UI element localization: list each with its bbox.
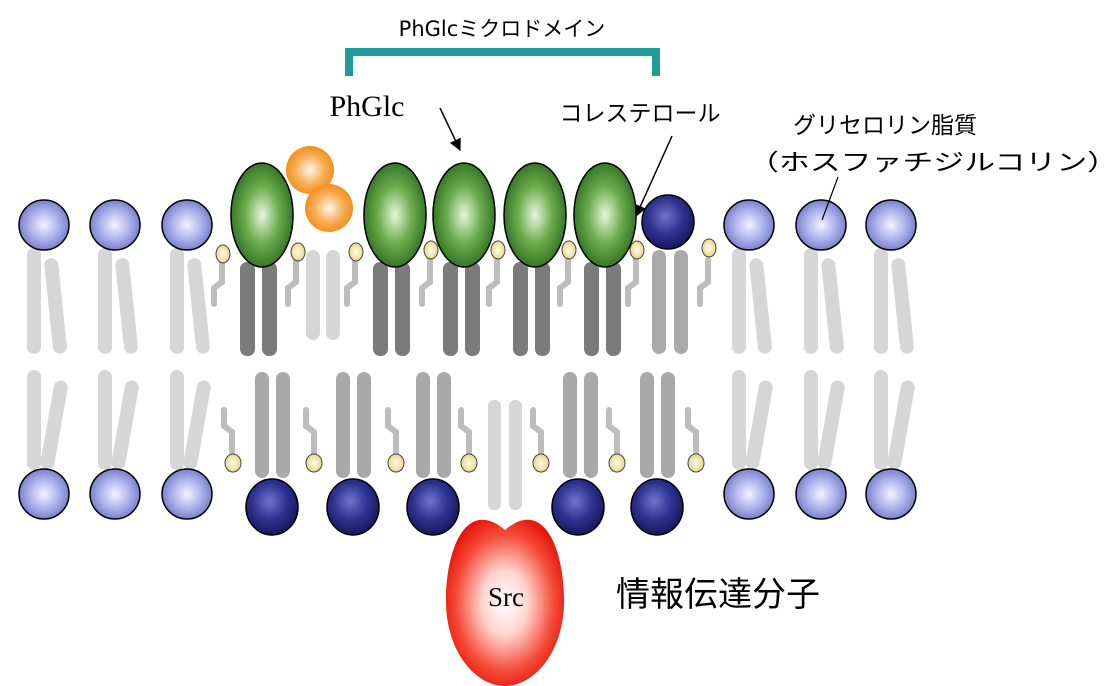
src-label: Src [488, 582, 524, 612]
src-protein [445, 519, 565, 686]
signal-molecule-label: 情報伝達分子 [616, 575, 820, 615]
phglc-label: PhGlc [330, 90, 405, 123]
small-heads-upper [215, 238, 717, 264]
phglc-arrow [439, 107, 461, 152]
sugar-groups [286, 146, 353, 232]
lower-glycerolipid-heads [18, 468, 917, 520]
cholesterol-head-upper [641, 194, 695, 250]
inner-dark-heads [245, 478, 684, 536]
microdomain-label: PhGlcミクロドメイン [399, 17, 606, 41]
small-heads-lower [224, 453, 705, 473]
glycerolipid-pointer [821, 176, 839, 221]
microdomain-bracket [345, 48, 660, 76]
upper-glycerolipid-heads [18, 199, 917, 251]
lipid-tails [27, 248, 915, 510]
glycerolipid-label: グリセロリン脂質 [793, 113, 977, 139]
cholesterol-arrow [634, 135, 673, 218]
phglc-heads [230, 162, 637, 268]
cholesterol-label: コレステロール [560, 101, 721, 127]
glycerolipid-sublabel: （ホスファチジルコリン） [748, 150, 1118, 176]
